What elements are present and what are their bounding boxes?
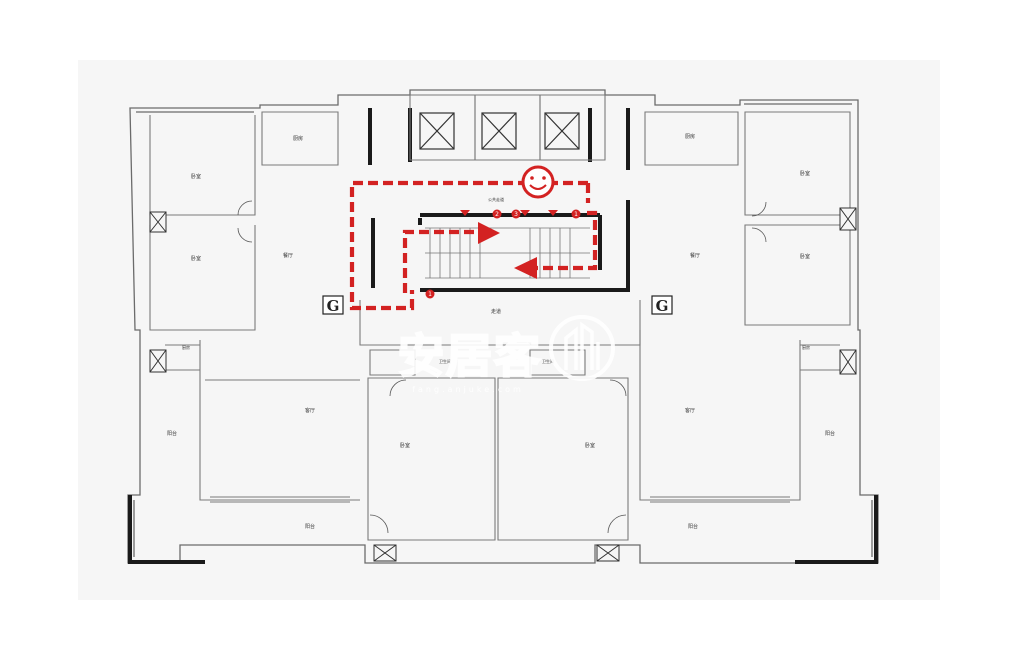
room-label-restaurant-left: 餐厅 xyxy=(283,252,293,259)
marker-1-icon xyxy=(425,289,435,299)
door-swings xyxy=(237,200,767,534)
g-marker-left: G xyxy=(322,295,344,315)
room-label-top-right: 厨房 xyxy=(685,133,695,140)
g-marker-right: G xyxy=(651,295,673,315)
marker-4-label: 1 xyxy=(574,211,578,218)
room-label-living-right: 客厅 xyxy=(685,407,695,414)
room-label-hallway: 走道 xyxy=(491,308,501,315)
marker-1-label: 1 xyxy=(428,291,432,298)
watermark-brand: 安居客 xyxy=(398,329,542,383)
room-label-balcony-bottom-right: 阳台 xyxy=(688,523,698,530)
room-label-restaurant-right: 餐厅 xyxy=(690,252,700,259)
numbered-markers: 1 2 3 1 xyxy=(425,209,581,299)
room-label-living-left: 客厅 xyxy=(305,407,315,414)
room-label-balcony-left: 阳台 xyxy=(167,430,177,437)
marker-3-icon xyxy=(511,209,521,219)
fire-markers xyxy=(460,210,558,216)
marker-2-label: 2 xyxy=(495,211,499,218)
room-label-public-corridor: 公共走道 xyxy=(488,196,504,202)
watermark-logo-icon xyxy=(549,315,615,381)
g-marker-left-label: G xyxy=(327,297,340,315)
marker-3-label: 3 xyxy=(514,211,518,218)
room-label-balcony-right: 阳台 xyxy=(825,430,835,437)
marker-4-icon xyxy=(571,209,581,219)
evacuation-route xyxy=(349,180,598,311)
room-label-kitchen-right: 厨房 xyxy=(802,344,810,350)
room-label-bedroom-5: 卧室 xyxy=(400,442,410,449)
room-label-bedroom-3: 卧室 xyxy=(800,170,810,177)
room-labels: 厨房 厨房 卧室 卧室 卧室 卧室 餐厅 餐厅 客厅 客厅 阳台 阳台 阳台 阳… xyxy=(167,133,835,530)
room-label-bedroom-6: 卧室 xyxy=(585,442,595,449)
marker-2-icon xyxy=(492,209,502,219)
room-label-bathroom-right: 卫生间 xyxy=(542,358,554,364)
thick-walls xyxy=(128,108,878,564)
room-label-top-left: 厨房 xyxy=(293,135,303,142)
g-marker-right-label: G xyxy=(656,297,669,315)
smiley-face-icon xyxy=(521,165,555,199)
watermark-sub: fang.anjuke.com xyxy=(412,385,524,394)
room-label-kitchen-left: 厨房 xyxy=(182,344,190,350)
watermark: 安居客 fang.anjuke.com xyxy=(397,315,615,394)
room-label-bathroom-left: 卫生间 xyxy=(439,358,451,364)
shaft-boxes xyxy=(149,207,857,562)
elevator-x-icon xyxy=(419,112,580,150)
room-label-bedroom-4: 卧室 xyxy=(800,253,810,260)
room-label-bedroom-1: 卧室 xyxy=(191,173,201,180)
route-arrow-left-icon xyxy=(514,257,537,279)
route-arrow-right-icon xyxy=(478,222,500,244)
room-label-balcony-bottom-left: 阳台 xyxy=(305,523,315,530)
room-label-bedroom-2: 卧室 xyxy=(191,255,201,262)
